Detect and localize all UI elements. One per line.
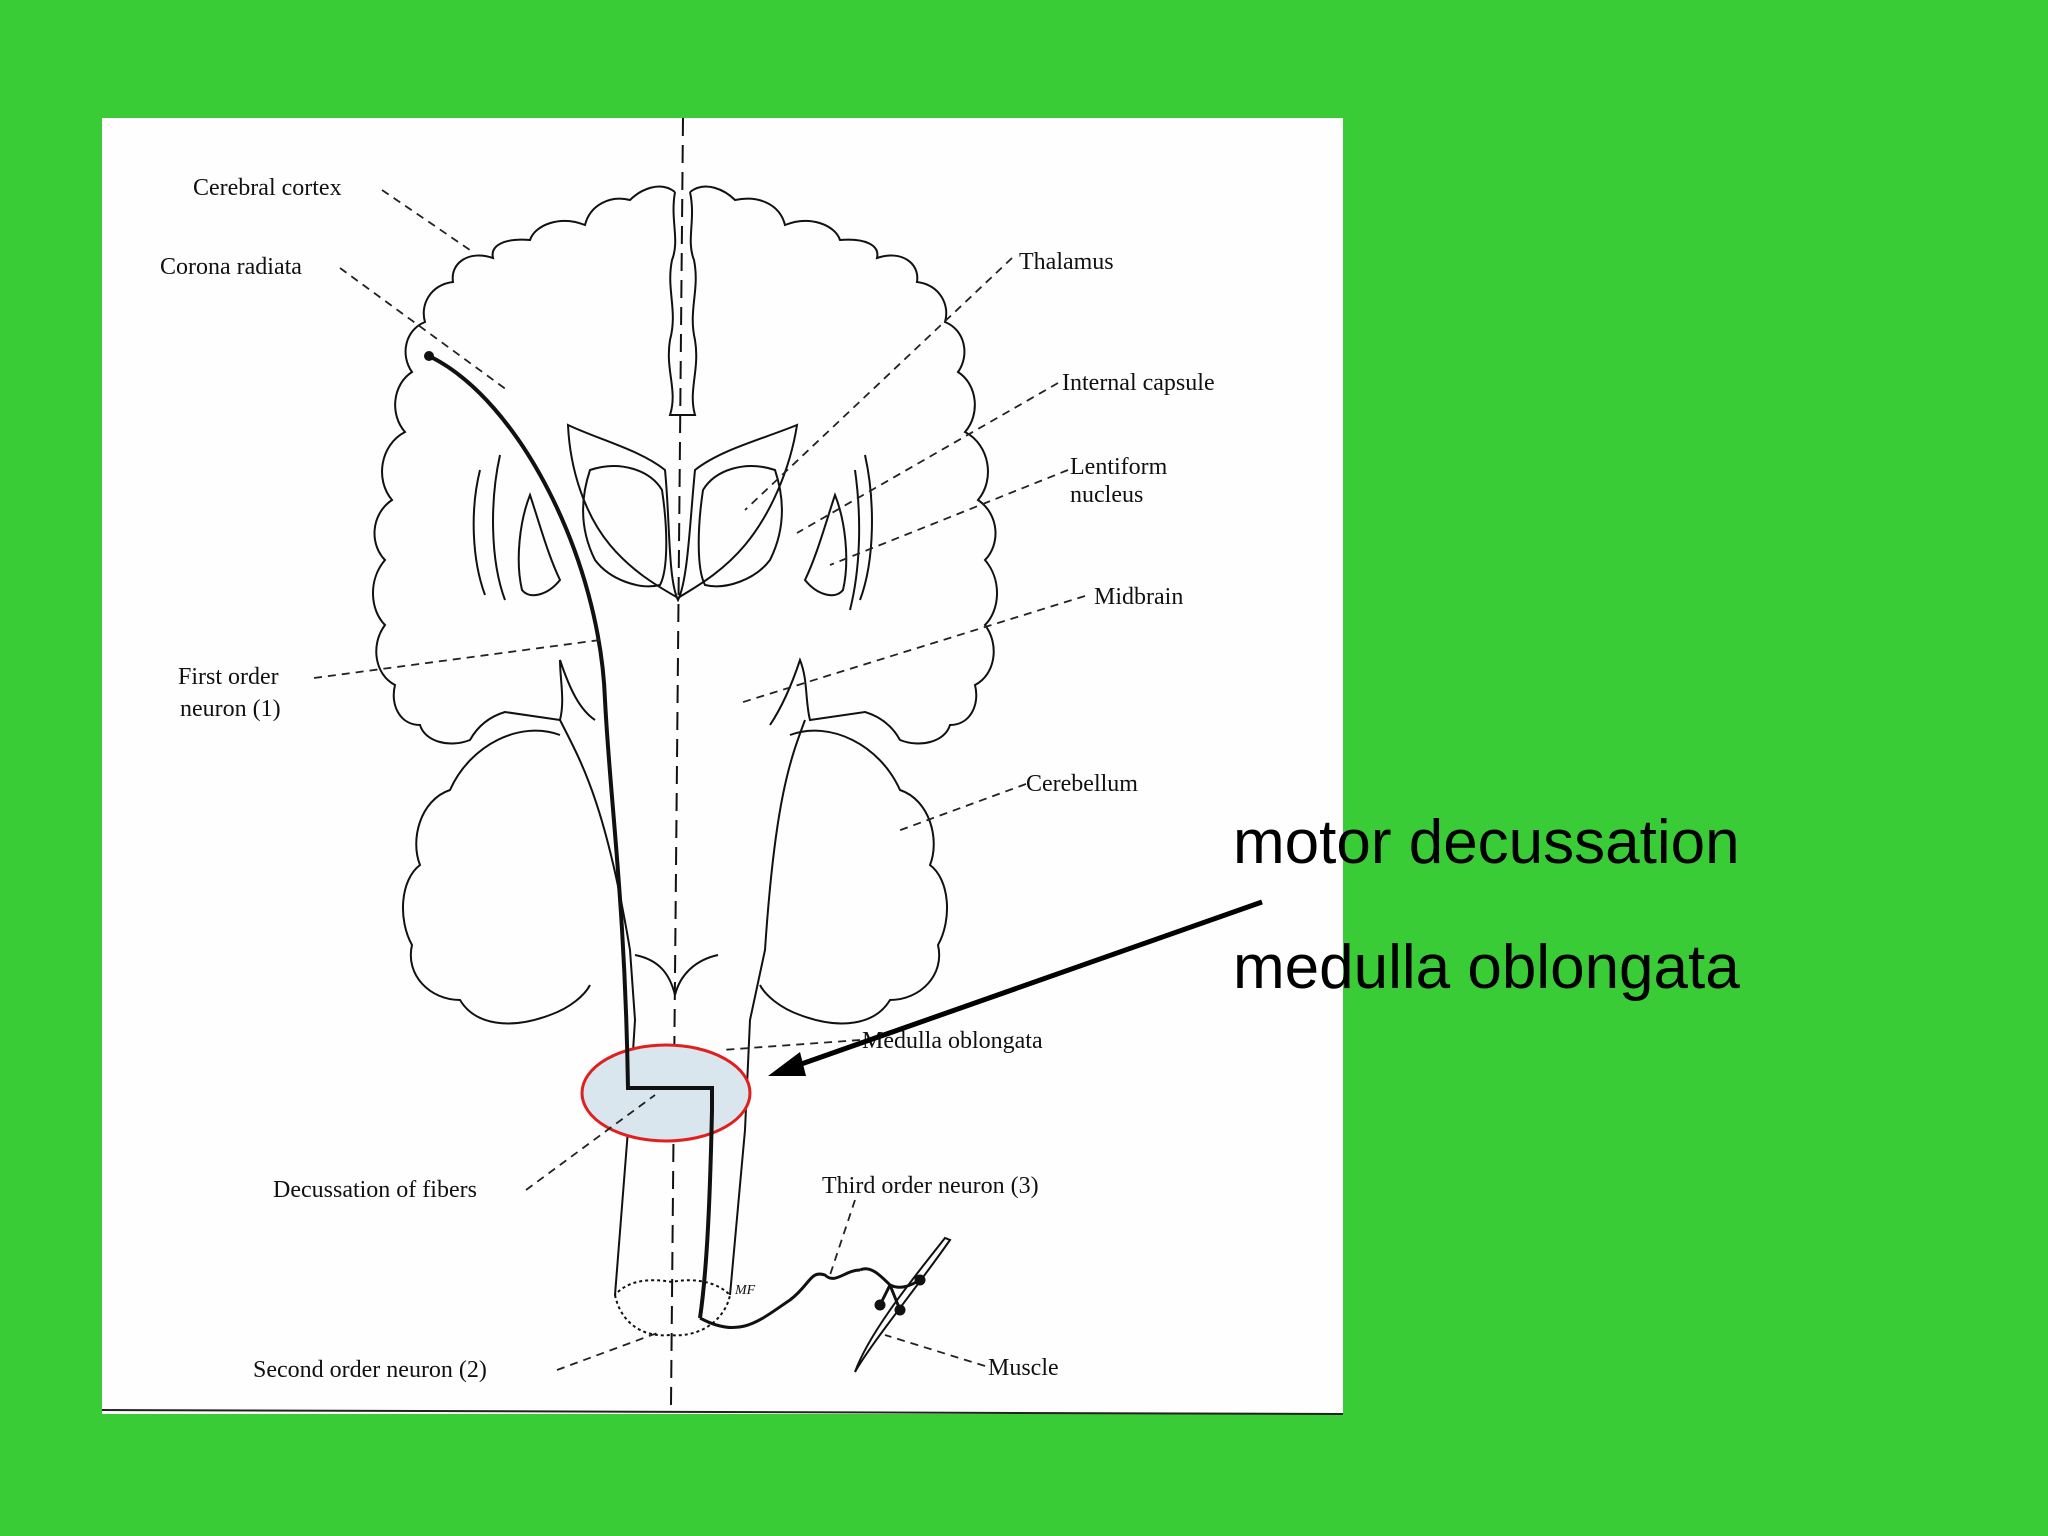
second-order-neuron-path bbox=[699, 1268, 861, 1329]
thalamus-shape bbox=[566, 423, 799, 603]
label-lentiform-line2: nucleus bbox=[1070, 482, 1143, 508]
label-initials: MF bbox=[734, 1283, 756, 1298]
brain-diagram bbox=[372, 117, 998, 1406]
label-first-order-line1: First order bbox=[178, 664, 279, 690]
diagram-labels: Cerebral cortex Corona radiata Thalamus … bbox=[160, 175, 1215, 1383]
label-internal-capsule: Internal capsule bbox=[1062, 370, 1215, 396]
cerebellum-right bbox=[759, 729, 948, 1025]
right-hemisphere-outline bbox=[689, 185, 998, 745]
label-second-order-neuron: Second order neuron (2) bbox=[253, 1357, 487, 1383]
label-third-order-neuron: Third order neuron (3) bbox=[822, 1173, 1039, 1199]
longitudinal-fissure bbox=[667, 191, 698, 416]
diagram-panel bbox=[102, 118, 1343, 1414]
thalamus-right-nucleus bbox=[697, 465, 783, 588]
label-lentiform-line1: Lentiform bbox=[1070, 454, 1168, 480]
cerebellum-left bbox=[402, 729, 591, 1025]
annotation-motor-decussation: motor decussation bbox=[1233, 808, 1740, 877]
label-midbrain: Midbrain bbox=[1094, 584, 1183, 610]
label-cerebellum: Cerebellum bbox=[1026, 771, 1138, 797]
label-cerebral-cortex: Cerebral cortex bbox=[193, 175, 342, 201]
leader-lines bbox=[313, 189, 1086, 1371]
spinal-cord-section bbox=[613, 1279, 732, 1337]
first-order-neuron-path bbox=[428, 354, 714, 1319]
third-order-neuron bbox=[859, 1267, 926, 1316]
left-lentiform bbox=[517, 492, 562, 597]
panel-bottom-rule bbox=[101, 1409, 1344, 1415]
left-internal-capsule bbox=[472, 454, 506, 601]
label-muscle: Muscle bbox=[988, 1355, 1059, 1381]
right-lentiform bbox=[803, 492, 848, 597]
fourth-ventricle bbox=[634, 954, 719, 996]
label-corona-radiata: Corona radiata bbox=[160, 254, 302, 280]
decussation-highlight bbox=[580, 1043, 752, 1143]
brainstem-right-edge bbox=[729, 719, 806, 1296]
right-internal-capsule bbox=[849, 454, 873, 611]
annotation-arrow bbox=[768, 899, 1263, 1076]
muscle-shape bbox=[854, 1236, 952, 1373]
annotation-medulla-oblongata: medulla oblongata bbox=[1233, 933, 1740, 1002]
label-thalamus: Thalamus bbox=[1019, 249, 1114, 275]
brainstem-left-edge bbox=[559, 719, 637, 1296]
label-first-order-line2: neuron (1) bbox=[180, 696, 281, 722]
left-hemisphere-outline bbox=[372, 185, 676, 745]
thalamus-left-nucleus bbox=[582, 465, 668, 588]
motor-pathway bbox=[424, 351, 861, 1329]
label-decussation-of-fibers: Decussation of fibers bbox=[273, 1177, 477, 1203]
